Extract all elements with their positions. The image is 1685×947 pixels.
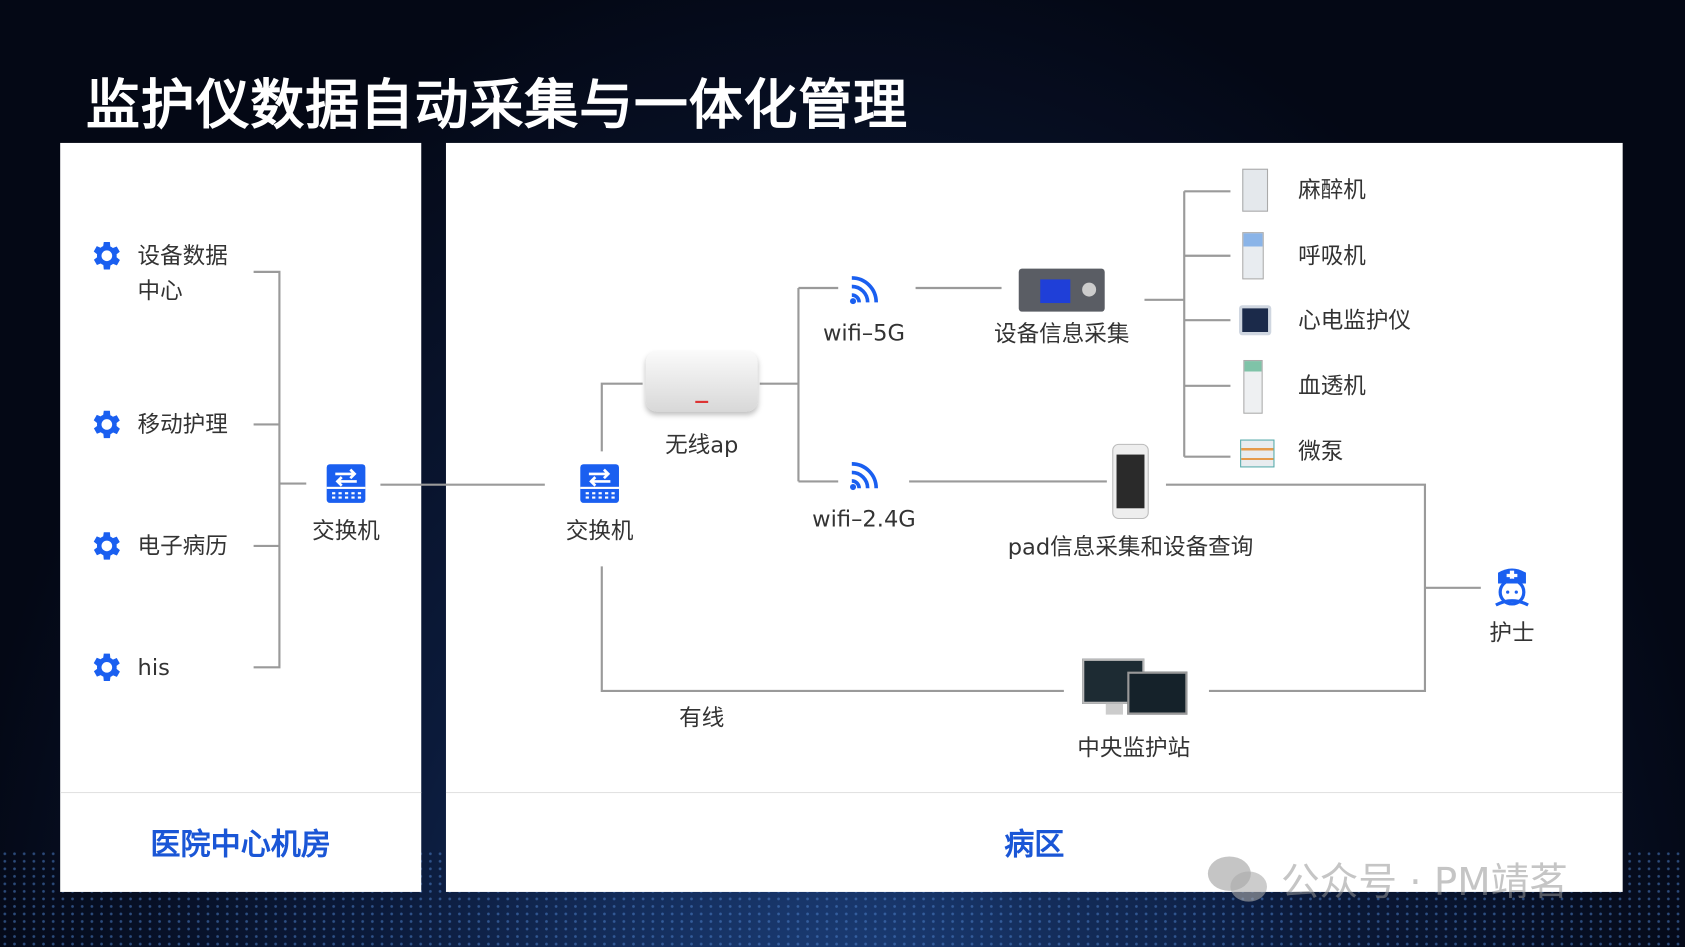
phone-image — [1112, 443, 1149, 520]
hospital-center-panel: 医院中心机房 — [60, 142, 422, 892]
wireless-ap-image — [645, 351, 758, 412]
central-station-label: 中央监护站 — [1077, 735, 1191, 761]
switch-icon — [325, 462, 368, 505]
switch-icon — [578, 462, 621, 505]
switch-label: 交换机 — [312, 517, 380, 544]
wifi-5g-label: wifi–5G — [822, 320, 906, 347]
device-label: 麻醉机 — [1298, 177, 1366, 204]
collector-label: 设备信息采集 — [994, 321, 1130, 348]
collector-device-image — [1018, 268, 1105, 312]
nurse-icon — [1495, 568, 1529, 607]
nurse-label: 护士 — [1489, 620, 1535, 646]
ap-label: 无线ap — [665, 431, 739, 458]
panel-footer: 医院中心机房 — [60, 791, 422, 892]
gear-icon — [87, 237, 124, 274]
switch-label: 交换机 — [565, 517, 634, 544]
device-label: 呼吸机 — [1298, 242, 1366, 269]
page-title: 监护仪数据自动采集与一体化管理 — [85, 74, 909, 137]
wifi-24g-label: wifi–2.4G — [812, 506, 916, 532]
gear-icon — [87, 406, 124, 443]
item-his: his — [137, 654, 170, 681]
device-label: 血透机 — [1298, 372, 1366, 399]
device-label: 微泵 — [1298, 438, 1344, 465]
panel-footer: 病区 — [445, 791, 1623, 892]
wifi-icon — [846, 458, 883, 495]
item-mobile-nursing: 移动护理 — [137, 411, 228, 438]
wired-label: 有线 — [679, 704, 725, 731]
watermark: 公众号 · PM靖茗 — [1206, 851, 1568, 907]
anesthesia-machine-image — [1242, 168, 1269, 212]
ecg-monitor-image — [1239, 305, 1272, 336]
pad-label: pad信息采集和设备查询 — [1007, 534, 1254, 560]
wifi-icon — [846, 272, 883, 309]
central-station-image — [1078, 657, 1190, 719]
dialysis-machine-image — [1243, 359, 1263, 414]
wechat-icon — [1207, 856, 1267, 902]
item-label-line2: 中心 — [137, 278, 183, 305]
ventilator-image — [1242, 232, 1264, 280]
item-label: 设备数据 — [137, 242, 228, 269]
watermark-text: 公众号 · PM靖茗 — [1280, 860, 1568, 905]
item-emr: 电子病历 — [137, 533, 228, 559]
gear-icon — [87, 649, 124, 686]
item-data-center: 设备数据中心 — [138, 239, 228, 310]
device-label: 心电监护仪 — [1298, 307, 1411, 334]
ward-panel: 病区 — [445, 142, 1623, 892]
gear-icon — [87, 528, 124, 565]
micro-pump-image — [1240, 439, 1275, 468]
